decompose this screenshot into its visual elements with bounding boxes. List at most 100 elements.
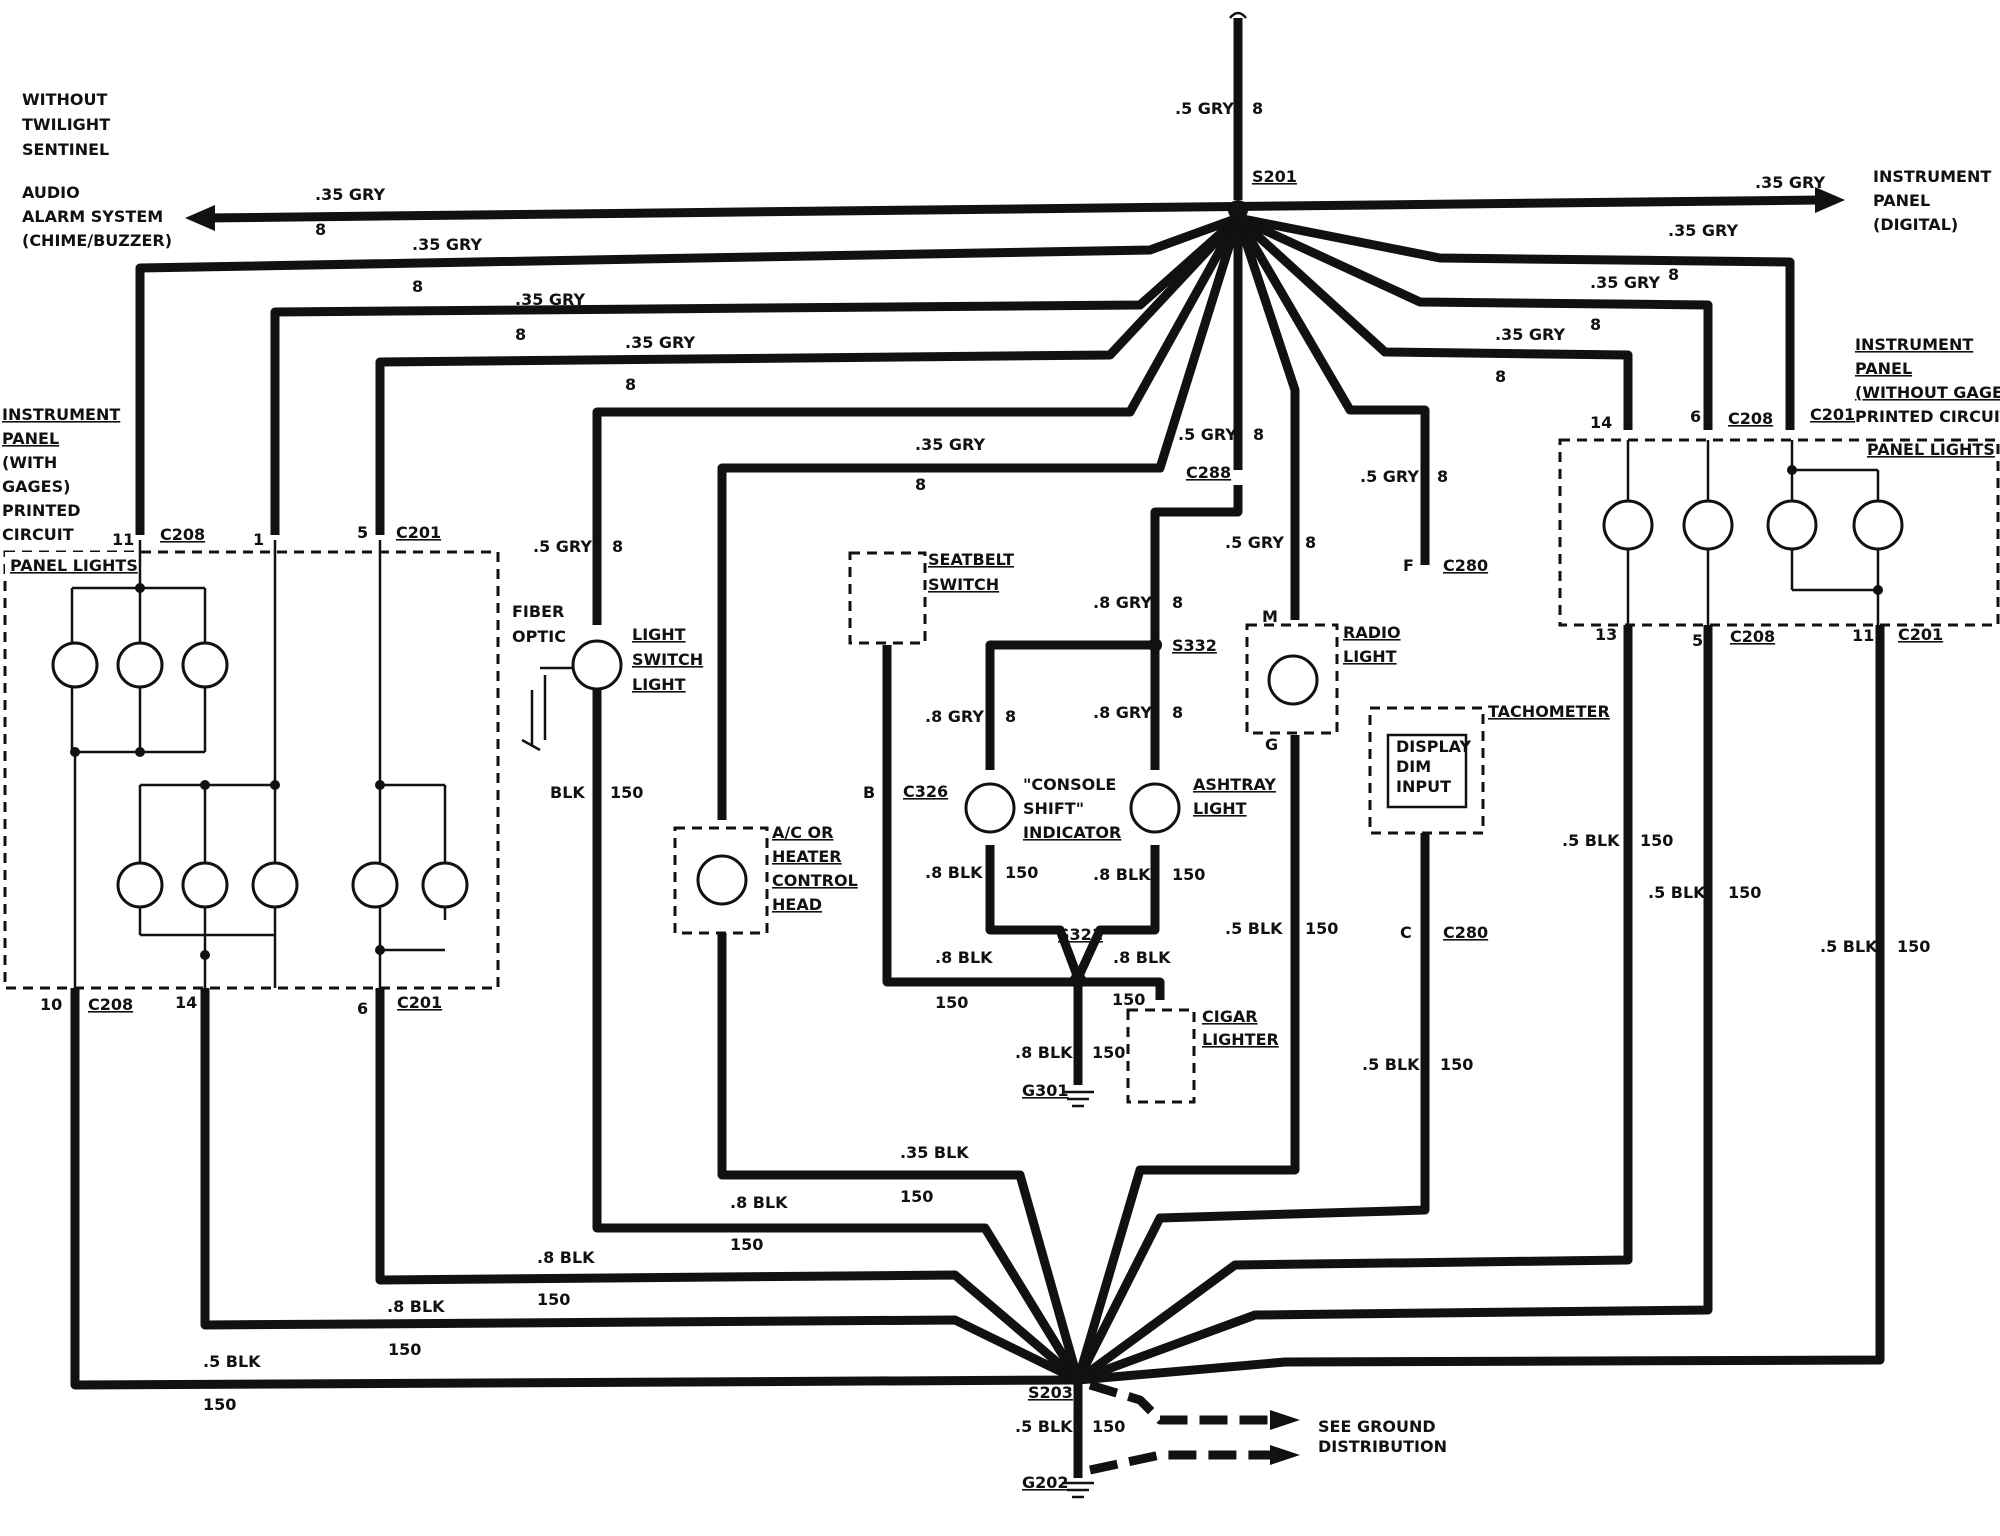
panel-bulb <box>351 861 399 909</box>
diagram-label: 8 <box>915 475 926 494</box>
arrow-head <box>1270 1445 1300 1465</box>
diagram-label: G <box>1265 735 1278 754</box>
diagram-label: 6 <box>1690 407 1701 426</box>
wire-segment <box>1073 977 1165 1085</box>
wire-segment <box>1150 485 1243 645</box>
diagram-label: 150 <box>1305 919 1338 938</box>
diagram-label: .5 GRY <box>1178 425 1237 444</box>
panel-bulb <box>1852 499 1904 551</box>
diagram-label: .8 BLK <box>387 1297 445 1316</box>
diagram-label: 11 <box>112 530 134 549</box>
diagram-label: 150 <box>388 1340 421 1359</box>
wire-segment <box>521 666 573 752</box>
diagram-label: C201 <box>397 993 442 1012</box>
diagram-label: CIRCUIT <box>2 525 74 544</box>
light-switch-light: FIBER OPTIC LIGHT SWITCH LIGHT BLK 150 <box>512 602 703 802</box>
diagram-label: SWITCH <box>928 575 999 594</box>
ground-branches: .5 BLK 150 .8 BLK 150 .8 BLK 150 .8 BLK … <box>70 625 1885 1414</box>
diagram-label: WITHOUT <box>22 90 108 109</box>
diagram-label: INSTRUMENT <box>1873 167 1991 186</box>
diagram-label: TWILIGHT <box>22 115 110 134</box>
panel-bulb <box>421 861 469 909</box>
diagram-label: .8 GRY <box>925 707 984 726</box>
panel-bulb <box>181 861 229 909</box>
diagram-label: TACHOMETER <box>1488 702 1610 721</box>
wire-segment <box>1234 214 1633 430</box>
panel-bulb <box>51 641 99 689</box>
diagram-label: C326 <box>903 782 948 801</box>
diagram-label: .5 GRY <box>1225 533 1284 552</box>
diagram-label: 150 <box>1440 1055 1473 1074</box>
diagram-label: F <box>1403 556 1414 575</box>
diagram-label: GAGES) <box>2 477 70 496</box>
diagram-label: (DIGITAL) <box>1873 215 1958 234</box>
component-box <box>3 550 500 990</box>
diagram-label: B <box>863 783 875 802</box>
wire-segment <box>1073 833 1430 1383</box>
diagram-label: .8 BLK <box>537 1248 595 1267</box>
diagram-label: 150 <box>1005 863 1038 882</box>
diagram-label: C280 <box>1443 923 1488 942</box>
diagram-label: ALARM SYSTEM <box>22 207 163 226</box>
diagram-label: .35 GRY <box>1668 221 1738 240</box>
diagram-label: 8 <box>1437 467 1448 486</box>
wire-segment <box>1237 213 1795 430</box>
diagram-label: 10 <box>40 995 62 1014</box>
legend-ip-digital: INSTRUMENT PANEL (DIGITAL) <box>1873 167 1991 234</box>
diagram-label: 13 <box>1595 625 1617 644</box>
diagram-label: SWITCH <box>632 650 703 669</box>
diagram-label: .5 BLK <box>1820 937 1878 956</box>
g301-ground: .8 BLK 150 .8 BLK 150 G301 CIGAR LIGHTER <box>1015 948 1279 1108</box>
arrow-head <box>1270 1410 1300 1430</box>
junction <box>135 583 145 593</box>
junction <box>70 747 80 757</box>
junction <box>1873 585 1883 595</box>
wire-segment <box>985 640 1160 770</box>
diagram-label: C208 <box>160 525 205 544</box>
wire-segment <box>1236 213 1713 430</box>
panel-bulb <box>116 641 164 689</box>
diagram-label: DISPLAY <box>1396 737 1472 756</box>
diagram-label: 5 <box>357 523 368 542</box>
wire-segment <box>1077 625 1885 1385</box>
diagram-label: S321 <box>1058 925 1103 944</box>
diagram-label: .8 BLK <box>1093 865 1151 884</box>
diagram-label: .35 GRY <box>1495 325 1565 344</box>
diagram-label: SEATBELT <box>928 550 1014 569</box>
component-box <box>5 552 137 578</box>
junction <box>200 950 210 960</box>
diagram-label: AUDIO <box>22 183 80 202</box>
junction <box>571 639 623 691</box>
diagram-label: 150 <box>537 1290 570 1309</box>
panel-bulb <box>1766 499 1818 551</box>
legend-without-twilight: WITHOUT TWILIGHT SENTINEL AUDIO ALARM SY… <box>22 90 172 250</box>
diagram-label: HEAD <box>772 895 822 914</box>
diagram-label: .35 GRY <box>315 185 385 204</box>
diagram-label: 14 <box>1590 413 1612 432</box>
tachometer: F C280 DISPLAY DIM INPUT TACHOMETER C C2… <box>1362 556 1610 1074</box>
diagram-label: DIM <box>1396 757 1431 776</box>
panel-bulb <box>1682 499 1734 551</box>
diagram-label: .35 GRY <box>1590 273 1660 292</box>
feed-wire-circuit: 8 <box>1252 99 1263 118</box>
diagram-label: 150 <box>203 1395 236 1414</box>
component-box <box>848 551 927 645</box>
diagram-label: .5 BLK <box>1225 919 1283 938</box>
diagram-label: 8 <box>1253 425 1264 444</box>
diagram-label: RADIO <box>1343 623 1401 642</box>
arrow-head <box>185 205 215 231</box>
diagram-label: 150 <box>610 783 643 802</box>
seatbelt-switch: SEATBELT SWITCH B C326 .8 BLK 150 <box>848 550 1078 1012</box>
wire-segment <box>592 690 1082 1383</box>
diagram-label: .35 GRY <box>1755 173 1825 192</box>
wire-segment <box>375 988 1081 1384</box>
diagram-label: PANEL <box>1873 191 1930 210</box>
feed-branches: .35 GRY 8 .35 GRY 8 .35 GRY 8 .5 GRY 8 .… <box>135 213 1795 820</box>
diagram-label: 8 <box>1495 367 1506 386</box>
diagram-label: 150 <box>1092 1043 1125 1062</box>
diagram-label: C208 <box>1728 409 1773 428</box>
component-box <box>1558 438 2000 627</box>
diagram-label: PANEL <box>1855 359 1912 378</box>
diagram-label: CONTROL <box>772 871 858 890</box>
